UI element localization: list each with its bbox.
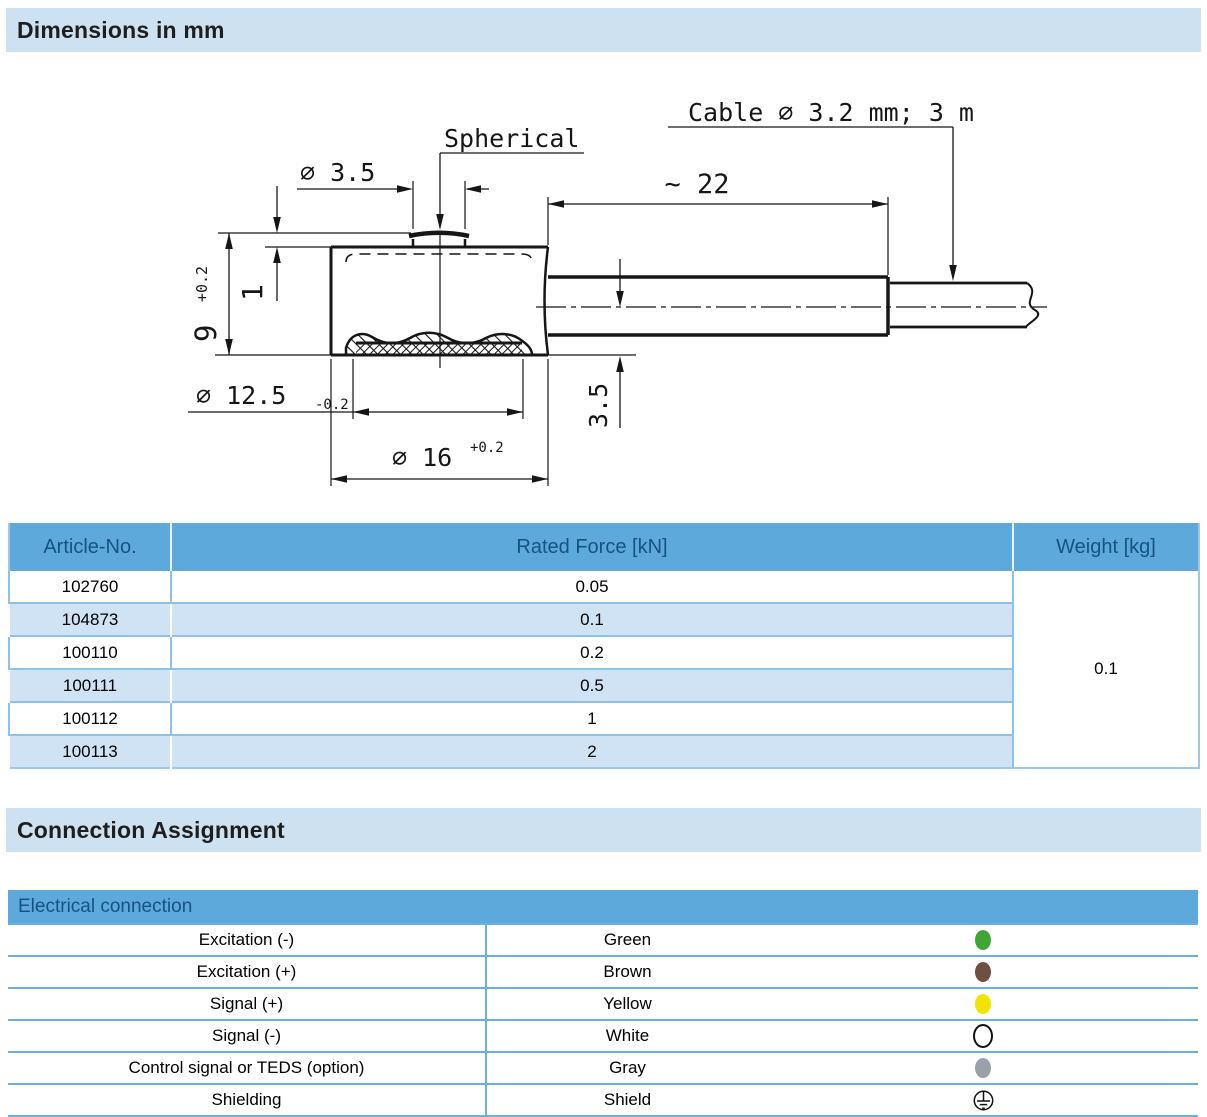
dimension-arrowheads xyxy=(225,185,957,483)
wire-function: Shielding xyxy=(8,1083,486,1116)
wire-row: Control signal or TEDS (option) Gray xyxy=(8,1051,1198,1084)
green-wire-dot-icon xyxy=(975,930,991,951)
yellow-wire-dot-icon xyxy=(975,994,991,1015)
article-no-cell: 100113 xyxy=(8,734,171,768)
table-row: 100110 0.2 xyxy=(8,635,1199,669)
wire-function: Signal (+) xyxy=(8,987,486,1020)
table-row: 100113 2 xyxy=(8,734,1199,768)
inner-diameter-label: ⌀ 12.5 xyxy=(196,381,286,410)
wire-function: Control signal or TEDS (option) xyxy=(8,1051,486,1084)
diaphragm-band-hatch xyxy=(356,343,522,355)
rated-force-cell: 0.05 xyxy=(170,571,1013,603)
tip-diameter-label: ⌀ 3.5 xyxy=(300,158,375,187)
electrical-connection-title: Electrical connection xyxy=(8,890,1198,923)
inner-diameter-tolerance: -0.2 xyxy=(315,397,349,413)
wire-color-name: Yellow xyxy=(485,987,768,1020)
brown-wire-dot-icon xyxy=(975,962,991,983)
axis-height-label: 3.5 xyxy=(584,383,613,428)
weight-cell: 0.1 xyxy=(1012,571,1199,768)
wire-color-swatch-cell xyxy=(768,1051,1198,1084)
section-title-dimensions: Dimensions in mm xyxy=(17,16,225,43)
rated-force-cell: 1 xyxy=(170,701,1013,735)
outer-diameter-label: ⌀ 16 xyxy=(392,443,452,472)
load-button-sides xyxy=(411,239,467,247)
wire-color-name: Brown xyxy=(485,955,768,988)
article-no-cell: 100110 xyxy=(8,635,171,669)
sleeve-outline xyxy=(548,275,890,337)
spherical-label: Spherical xyxy=(444,124,579,153)
wire-row: Excitation (-) Green xyxy=(8,923,1198,956)
rated-force-cell: 0.5 xyxy=(170,668,1013,702)
cable-break-squiggle xyxy=(1025,282,1040,328)
cable-outline xyxy=(890,281,1027,329)
section-title-connection: Connection Assignment xyxy=(17,816,285,843)
cable-label: Cable ⌀ 3.2 mm; 3 m xyxy=(688,98,974,127)
electrical-connection-table: Excitation (-) Green Excitation (+) Brow… xyxy=(8,923,1198,1117)
ratings-header-row: Article-No. Rated Force [kN] Weight [kg] xyxy=(9,523,1199,571)
sleeve-length-label: ~ 22 xyxy=(664,169,729,200)
table-row: 100111 0.5 xyxy=(8,668,1199,702)
rated-force-cell: 0.1 xyxy=(170,602,1013,636)
body-height-tolerance: +0.2 xyxy=(193,266,211,302)
wire-function: Signal (-) xyxy=(8,1019,486,1052)
wire-color-swatch-cell xyxy=(768,923,1198,956)
table-row: 104873 0.1 xyxy=(8,602,1199,636)
ratings-table: Article-No. Rated Force [kN] Weight [kg]… xyxy=(8,523,1200,769)
rated-force-cell: 2 xyxy=(170,734,1013,768)
wire-color-name: Green xyxy=(485,923,768,956)
article-no-cell: 100112 xyxy=(8,701,171,735)
white-wire-dot-icon xyxy=(973,1024,993,1048)
wire-color-swatch-cell xyxy=(768,987,1198,1020)
dimension-drawing: Spherical Cable ⌀ 3.2 mm; 3 m ~ 22 ⌀ 3.5… xyxy=(188,98,1047,486)
wire-color-name: Gray xyxy=(485,1051,768,1084)
article-no-cell: 102760 xyxy=(8,571,171,603)
wire-row: Signal (+) Yellow xyxy=(8,987,1198,1020)
load-button-top xyxy=(408,230,470,239)
wire-color-swatch-cell xyxy=(768,1083,1198,1116)
electrical-connection-section: Electrical connection Excitation (-) Gre… xyxy=(8,890,1198,1117)
article-no-cell: 100111 xyxy=(8,668,171,702)
wire-function: Excitation (-) xyxy=(8,923,486,956)
wire-color-name: White xyxy=(485,1019,768,1052)
wire-color-swatch-cell xyxy=(768,1019,1198,1052)
gray-wire-dot-icon xyxy=(975,1058,991,1079)
section-header-dimensions: Dimensions in mm xyxy=(6,8,1201,52)
col-header-rated-force: Rated Force [kN] xyxy=(170,523,1013,571)
section-header-connection: Connection Assignment xyxy=(6,808,1201,852)
ratings-table-section: Article-No. Rated Force [kN] Weight [kg]… xyxy=(8,523,1200,769)
article-no-cell: 104873 xyxy=(8,602,171,636)
tip-height-label: 1 xyxy=(236,284,269,301)
table-row: 100112 1 xyxy=(8,701,1199,735)
shield-earth-icon xyxy=(973,1090,993,1111)
wire-function: Excitation (+) xyxy=(8,955,486,988)
wire-row: Signal (-) White xyxy=(8,1019,1198,1052)
table-row: 102760 0.05 0.1 xyxy=(8,571,1199,768)
wire-row: Shielding Shield xyxy=(8,1083,1198,1116)
col-header-article-no: Article-No. xyxy=(9,523,171,571)
body-height-value: 9 xyxy=(189,325,223,342)
dimension-lines xyxy=(188,126,954,480)
wire-row: Excitation (+) Brown xyxy=(8,955,1198,988)
col-header-weight: Weight [kg] xyxy=(1012,523,1199,571)
wire-color-swatch-cell xyxy=(768,955,1198,988)
hidden-groove-line xyxy=(345,253,533,263)
outer-diameter-tolerance: +0.2 xyxy=(470,440,504,456)
wire-color-name: Shield xyxy=(485,1083,768,1116)
body-right-edge xyxy=(543,246,550,356)
body-height-label: 9 +0.2 xyxy=(189,266,223,342)
rated-force-cell: 0.2 xyxy=(170,635,1013,669)
